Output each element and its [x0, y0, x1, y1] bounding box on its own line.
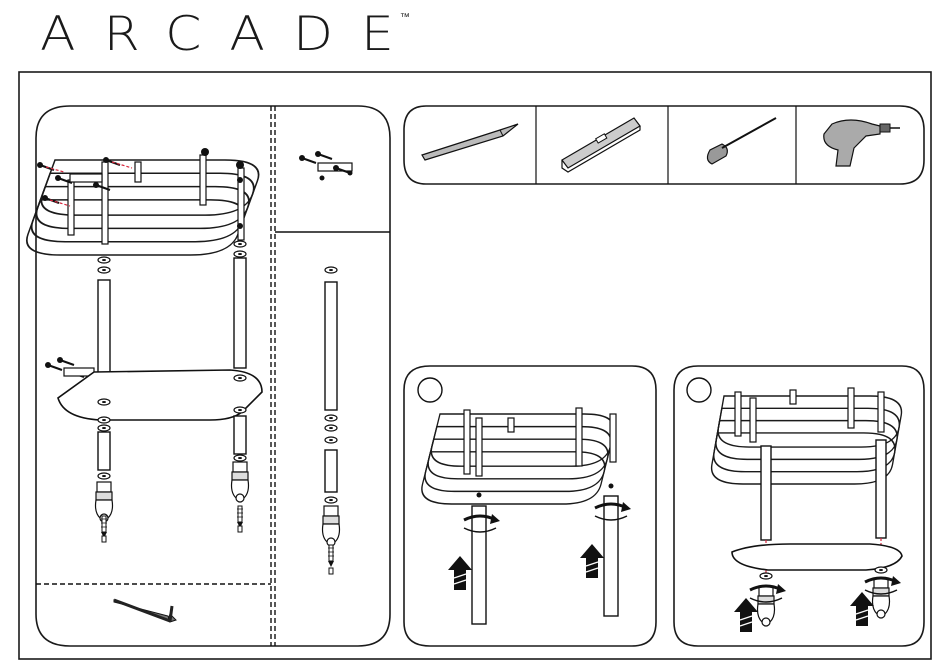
instruction-sheet	[0, 0, 950, 667]
